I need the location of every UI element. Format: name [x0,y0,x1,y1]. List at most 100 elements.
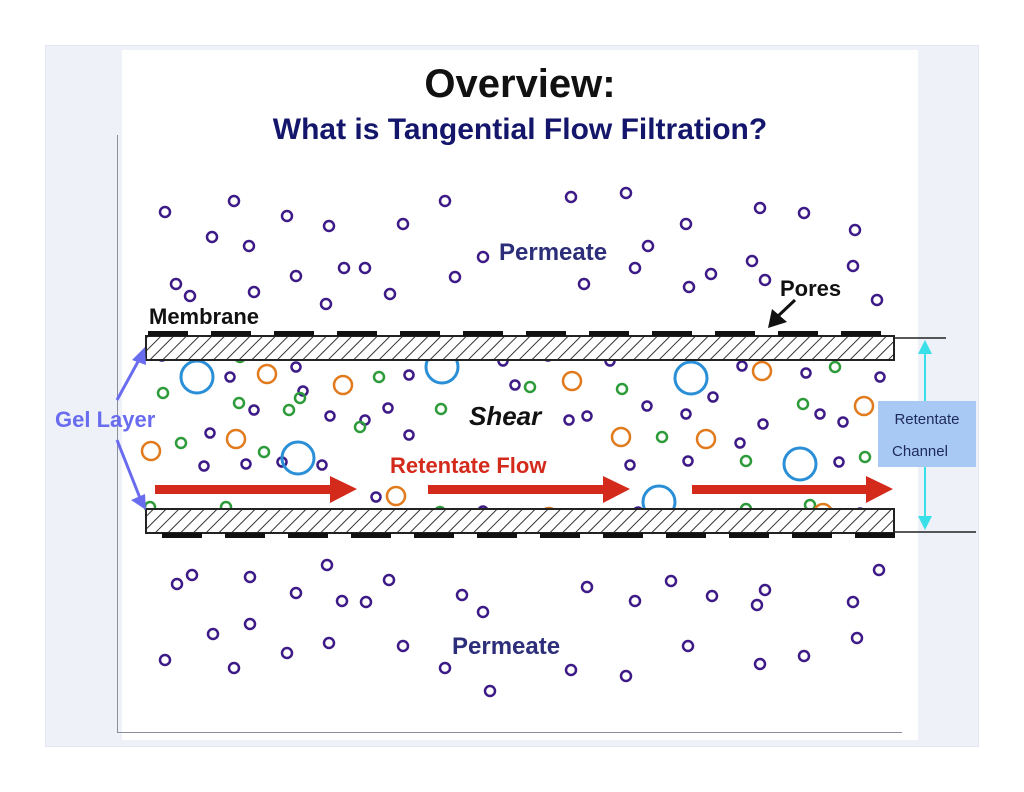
large-particle [561,370,583,392]
solute-particle [358,261,372,275]
retentate-channel-label-1: Retentate [894,411,959,428]
solute-particle [185,568,199,582]
large-particle [610,426,632,448]
solute-particle [290,361,302,373]
permeate-top-label: Permeate [499,239,607,266]
pore-segment [351,533,391,538]
solute-particle [335,594,349,608]
solute-particle [438,661,452,675]
solute-particle [359,595,373,609]
solute-particle [476,250,490,264]
solute-particle [509,379,521,391]
solute-particle [289,269,303,283]
cell-particle [179,359,215,395]
protein-particle [796,397,810,411]
solute-particle [564,190,578,204]
pore-segment [274,331,314,336]
large-particle [385,485,407,507]
solute-particle [628,594,642,608]
solute-particle [563,414,575,426]
solute-particle [206,627,220,641]
solute-particle [681,639,695,653]
solute-particle [280,646,294,660]
solute-particle [243,570,257,584]
large-particle [256,363,278,385]
membrane-bottom [145,508,895,538]
solute-particle [580,580,594,594]
frame-left-line [117,135,118,733]
protein-particle [372,370,386,384]
pore-segment [526,331,566,336]
large-particle [140,440,162,462]
solute-particle [476,605,490,619]
pore-segment [540,533,580,538]
solute-particle [337,261,351,275]
solute-particle [682,455,694,467]
solute-particle [797,649,811,663]
solute-particle [664,574,678,588]
solute-particle [734,437,746,449]
solute-particle [797,206,811,220]
solute-particle [319,297,333,311]
solute-particle [289,586,303,600]
slide-title: Overview: [424,62,616,106]
solute-particle [874,371,886,383]
solute-particle [438,194,452,208]
solute-particle [224,371,236,383]
solute-particle [753,201,767,215]
solute-particle [624,459,636,471]
permeate-particles-bottom [158,558,886,698]
solute-particle [170,577,184,591]
solute-particle [382,573,396,587]
large-particle [751,360,773,382]
pore-segment [463,331,503,336]
pores-bottom [162,533,895,538]
protein-particle [434,402,448,416]
solute-particle [837,416,849,428]
protein-particle [232,396,246,410]
pore-segment [288,533,328,538]
solute-particle [242,239,256,253]
pore-segment [603,533,643,538]
pore-segment [792,533,832,538]
solute-particle [848,223,862,237]
solute-particle [758,273,772,287]
protein-particle [739,454,753,468]
solute-particle [705,589,719,603]
solute-particle [800,367,812,379]
solute-particle [564,663,578,677]
solute-particle [227,194,241,208]
pore-segment [162,533,202,538]
large-particle [853,395,875,417]
membrane-label: Membrane [149,304,259,329]
solute-particle [383,287,397,301]
solute-particle [680,408,692,420]
solute-particle [183,289,197,303]
pore-segment [400,331,440,336]
pores-pointer-arrow [768,298,797,328]
solute-particle [396,639,410,653]
protein-particle [828,360,842,374]
protein-particle [257,445,271,459]
pore-segment [477,533,517,538]
permeate-particles-top [158,186,884,311]
retentate-channel-box [878,401,976,467]
solute-particle [757,418,769,430]
solute-particle [577,277,591,291]
solute-particle [846,259,860,273]
solute-particle [679,217,693,231]
cell-particle [280,440,316,476]
solute-particle [240,458,252,470]
solute-particle [370,491,382,503]
pore-segment [589,331,629,336]
solute-particle [396,217,410,231]
solute-particle [814,408,826,420]
solute-particle [320,558,334,572]
cell-particle [782,446,818,482]
solute-particle [641,400,653,412]
solute-particle [322,636,336,650]
solute-particle [707,391,719,403]
solute-particle [243,617,257,631]
large-particle [332,374,354,396]
